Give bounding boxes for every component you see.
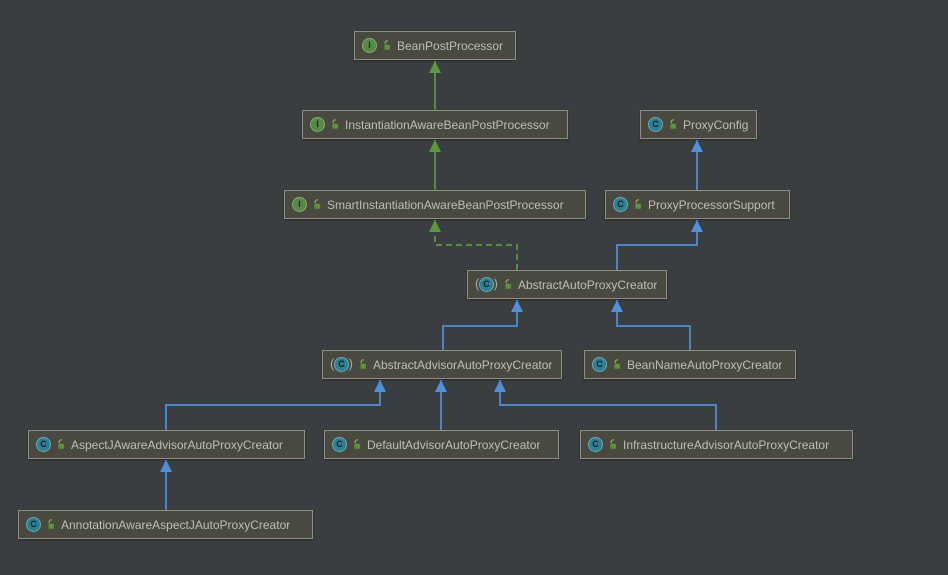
public-lock-icon [633,199,643,210]
class-node-infrastructure-advisor-auto-proxy-creator[interactable]: InfrastructureAdvisorAutoProxyCreator [580,430,853,459]
edge-abstractadvisor-extends-abstractautoproxycreator [442,300,523,350]
class-name-label: ProxyConfig [683,117,749,132]
edge-infrastructureadvisor-extends-abstractadvisor [494,380,717,430]
class-node-proxy-processor-support[interactable]: ProxyProcessorSupport [605,190,790,219]
interface-icon [310,117,325,132]
public-lock-icon [612,359,622,370]
class-name-label: InfrastructureAdvisorAutoProxyCreator [623,437,830,452]
public-lock-icon [330,119,340,130]
class-name-label: AbstractAdvisorAutoProxyCreator [373,357,553,372]
class-name-label: InstantiationAwareBeanPostProcessor [345,117,550,132]
class-node-default-advisor-auto-proxy-creator[interactable]: DefaultAdvisorAutoProxyCreator [324,430,559,459]
class-node-annotation-aware-aspectj-auto-proxy-creator[interactable]: AnnotationAwareAspectJAutoProxyCreator [18,510,313,539]
class-node-smart-instantiation-aware-bean-post-processor[interactable]: SmartInstantiationAwareBeanPostProcessor [284,190,586,219]
public-lock-icon [382,40,392,51]
public-lock-icon [668,119,678,130]
public-lock-icon [503,279,513,290]
class-icon [36,437,51,452]
public-lock-icon [312,199,322,210]
edge-abstractautoproxycreator-extends-proxyprocessorsupport [616,220,703,270]
abstract-class-icon [330,357,349,372]
abstract-class-icon [475,277,494,292]
class-icon [592,357,607,372]
class-node-aspectj-aware-advisor-auto-proxy-creator[interactable]: AspectJAwareAdvisorAutoProxyCreator [28,430,305,459]
class-node-bean-post-processor[interactable]: BeanPostProcessor [354,31,516,60]
class-name-label: AspectJAwareAdvisorAutoProxyCreator [71,437,283,452]
class-node-abstract-advisor-auto-proxy-creator[interactable]: AbstractAdvisorAutoProxyCreator [322,350,562,379]
public-lock-icon [358,359,368,370]
public-lock-icon [608,439,618,450]
public-lock-icon [352,439,362,450]
class-icon [26,517,41,532]
class-name-label: AnnotationAwareAspectJAutoProxyCreator [61,517,291,532]
public-lock-icon [56,439,66,450]
class-icon [332,437,347,452]
edge-abstractautoproxycreator-implements-smartinstantiationaware [429,220,518,270]
class-icon [648,117,663,132]
class-icon [588,437,603,452]
edge-beanname-extends-abstractautoproxycreator [611,300,691,350]
class-node-instantiation-aware-bean-post-processor[interactable]: InstantiationAwareBeanPostProcessor [302,110,568,139]
class-node-abstract-auto-proxy-creator[interactable]: AbstractAutoProxyCreator [467,270,667,299]
class-name-label: BeanNameAutoProxyCreator [627,357,783,372]
class-node-proxy-config[interactable]: ProxyConfig [640,110,757,139]
class-icon [613,197,628,212]
public-lock-icon [46,519,56,530]
class-name-label: ProxyProcessorSupport [648,197,775,212]
class-name-label: BeanPostProcessor [397,38,504,53]
interface-icon [292,197,307,212]
class-node-bean-name-auto-proxy-creator[interactable]: BeanNameAutoProxyCreator [584,350,796,379]
class-name-label: SmartInstantiationAwareBeanPostProcessor [327,197,564,212]
class-name-label: AbstractAutoProxyCreator [518,277,658,292]
interface-icon [362,38,377,53]
class-name-label: DefaultAdvisorAutoProxyCreator [367,437,541,452]
edge-aspectjaware-extends-abstractadvisor [165,380,386,430]
